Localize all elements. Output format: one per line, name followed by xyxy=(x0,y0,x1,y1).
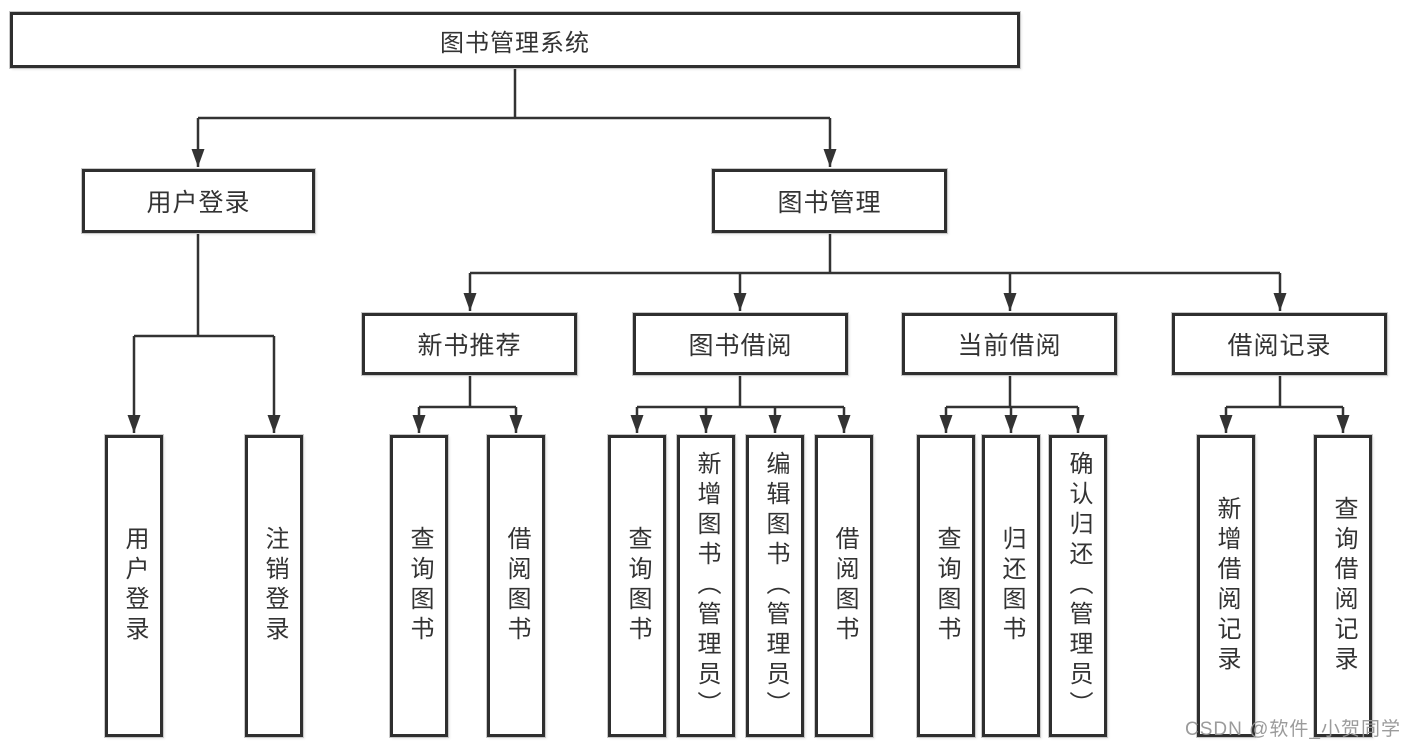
node-root-label: 图书管理系统 xyxy=(440,29,590,57)
leaf-confirm-return-admin-label: 确认归还（管理员） xyxy=(1065,451,1092,721)
leaf-query-books-recommend-label: 查询图书 xyxy=(406,526,433,646)
leaf-query-borrow-record-label: 查询借阅记录 xyxy=(1330,496,1357,676)
node-borrowing-records-label: 借阅记录 xyxy=(1227,332,1332,360)
leaf-query-books-current-label: 查询图书 xyxy=(933,526,960,646)
node-current-borrowing-label: 当前借阅 xyxy=(957,332,1062,360)
node-borrowing-records: 借阅记录 xyxy=(1172,313,1387,375)
leaf-add-borrow-record: 新增借阅记录 xyxy=(1197,435,1255,737)
leaf-logout-label: 注销登录 xyxy=(261,526,288,646)
leaf-borrow-books-recommend: 借阅图书 xyxy=(487,435,545,737)
leaf-query-books-borrowing-label: 查询图书 xyxy=(624,526,651,646)
node-user-login: 用户登录 xyxy=(82,169,315,233)
node-book-borrowing-label: 图书借阅 xyxy=(688,332,793,360)
leaf-user-login: 用户登录 xyxy=(105,435,163,737)
leaf-add-book-admin: 新增图书（管理员） xyxy=(677,435,735,737)
leaf-add-book-admin-label: 新增图书（管理员） xyxy=(693,451,720,721)
leaf-return-books-label: 归还图书 xyxy=(998,526,1025,646)
leaf-edit-book-admin: 编辑图书（管理员） xyxy=(746,435,804,737)
leaf-borrow-books-borrowing: 借阅图书 xyxy=(815,435,873,737)
node-book-management: 图书管理 xyxy=(712,169,947,233)
leaf-edit-book-admin-label: 编辑图书（管理员） xyxy=(762,451,789,721)
leaf-logout: 注销登录 xyxy=(245,435,303,737)
leaf-return-books: 归还图书 xyxy=(982,435,1040,737)
node-user-login-label: 用户登录 xyxy=(146,189,251,217)
leaf-query-books-borrowing: 查询图书 xyxy=(608,435,666,737)
leaf-user-login-label: 用户登录 xyxy=(121,526,148,646)
leaf-query-books-current: 查询图书 xyxy=(917,435,975,737)
leaf-query-books-recommend: 查询图书 xyxy=(390,435,448,737)
node-current-borrowing: 当前借阅 xyxy=(902,313,1117,375)
node-book-management-label: 图书管理 xyxy=(777,189,882,217)
node-root: 图书管理系统 xyxy=(10,12,1020,68)
leaf-query-borrow-record: 查询借阅记录 xyxy=(1314,435,1372,737)
leaf-borrow-books-borrowing-label: 借阅图书 xyxy=(831,526,858,646)
leaf-confirm-return-admin: 确认归还（管理员） xyxy=(1049,435,1107,737)
watermark: CSDN @软件_小贺同学 xyxy=(1185,719,1401,740)
leaf-borrow-books-recommend-label: 借阅图书 xyxy=(503,526,530,646)
node-new-book-recommend-label: 新书推荐 xyxy=(417,332,522,360)
node-new-book-recommend: 新书推荐 xyxy=(362,313,577,375)
leaf-add-borrow-record-label: 新增借阅记录 xyxy=(1213,496,1240,676)
node-book-borrowing: 图书借阅 xyxy=(633,313,848,375)
